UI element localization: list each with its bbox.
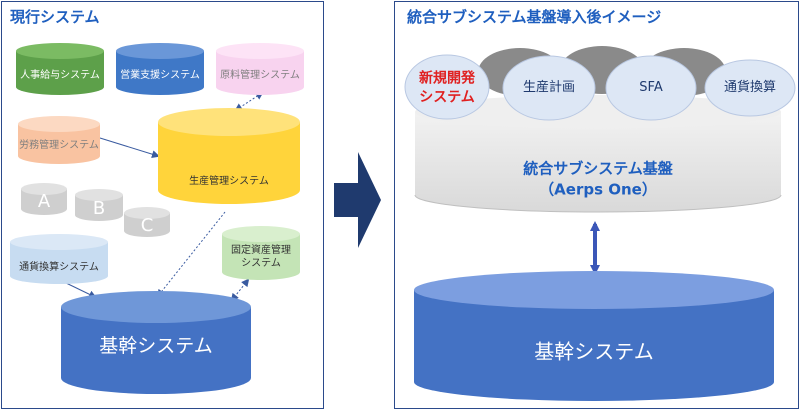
cylinder-sales — [116, 43, 204, 95]
cylinder-material — [216, 43, 304, 95]
transition-arrow — [334, 152, 381, 248]
module-sfa — [605, 55, 697, 121]
future-system-title: 統合サブシステム基盤導入後イメージ — [407, 8, 662, 26]
cylinder-fixed-asset — [222, 226, 300, 280]
cylinder-labor — [18, 116, 100, 164]
cylinder-currency — [10, 234, 108, 284]
cylinder-a — [21, 183, 67, 215]
connector-fixedasset-core — [230, 278, 250, 302]
connector-production-core — [156, 211, 226, 298]
cylinder-hr — [16, 43, 104, 95]
cylinder-platform — [414, 95, 782, 213]
current-system-title: 現行システム — [10, 8, 100, 26]
cylinder-c — [124, 207, 170, 237]
cylinder-production — [158, 108, 300, 204]
cylinder-core-left — [61, 291, 251, 394]
connector-material-production — [234, 91, 264, 112]
connector-labor-production — [99, 137, 160, 159]
module-currency — [704, 59, 796, 117]
cylinder-b — [75, 189, 123, 221]
connector-currency-core — [63, 281, 97, 298]
module-new-dev — [404, 54, 490, 120]
module-production-plan — [502, 55, 596, 121]
cylinder-core-right — [414, 271, 774, 401]
